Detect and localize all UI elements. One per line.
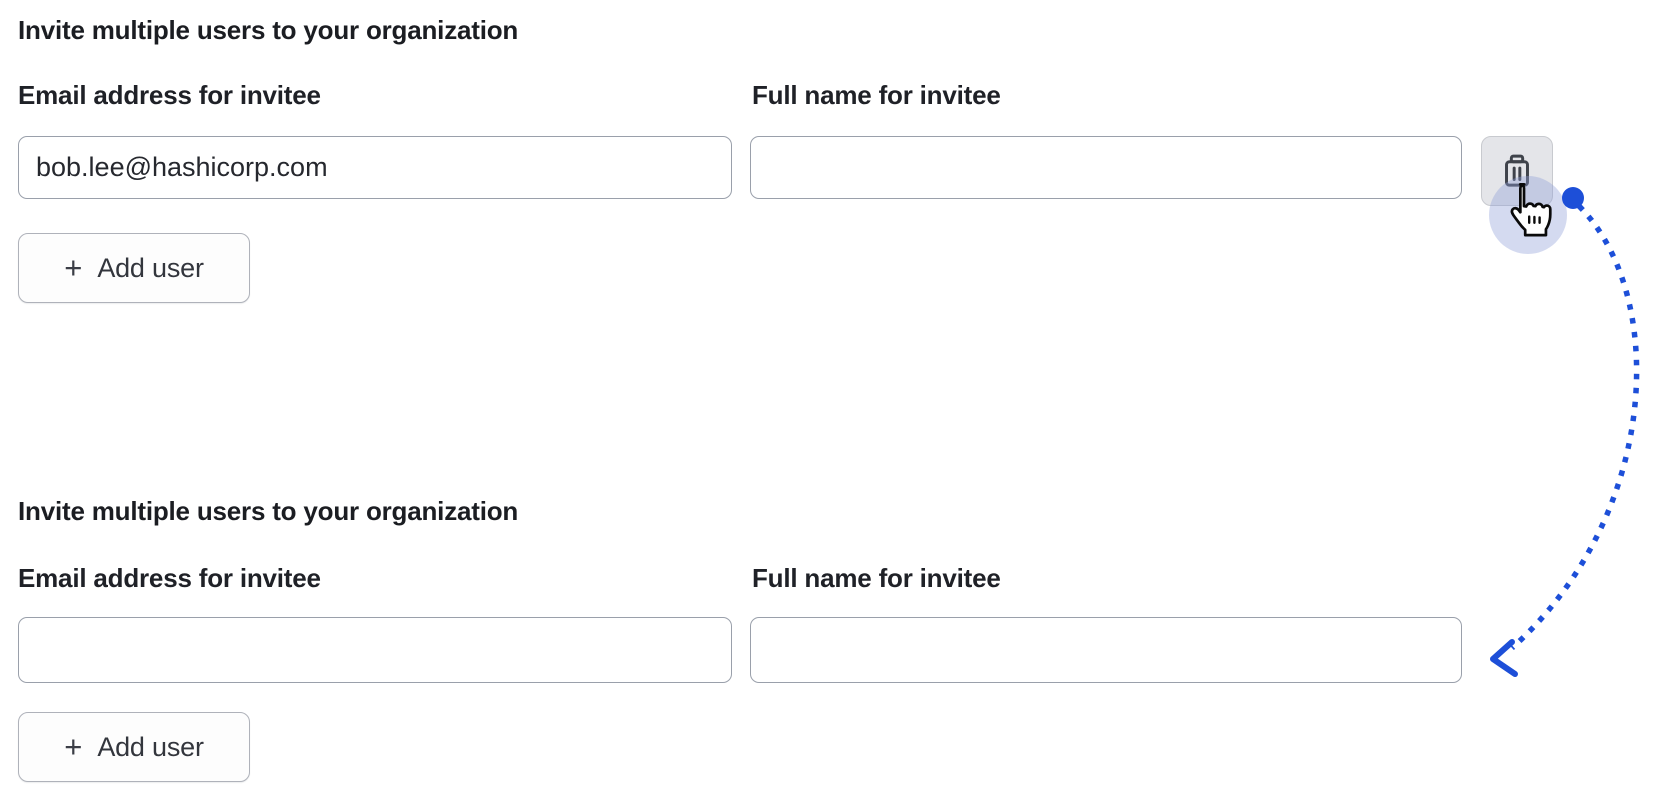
email-label: Email address for invitee: [18, 80, 321, 110]
plus-icon: +: [64, 249, 83, 285]
email-label: Email address for invitee: [18, 563, 321, 593]
email-input[interactable]: [18, 617, 732, 683]
full-name-input[interactable]: [750, 617, 1462, 683]
email-input[interactable]: [18, 136, 732, 199]
add-user-label: Add user: [97, 731, 204, 762]
form-heading: Invite multiple users to your organizati…: [18, 496, 519, 526]
full-name-input[interactable]: [750, 136, 1462, 199]
full-name-label: Full name for invitee: [752, 563, 1001, 593]
arrow-head: [1490, 639, 1518, 677]
add-user-button[interactable]: + Add user: [18, 233, 250, 303]
plus-icon: +: [64, 728, 83, 764]
trash-icon: [1500, 153, 1534, 189]
add-user-label: Add user: [97, 252, 204, 283]
arrow-curve: [1510, 204, 1640, 651]
form-heading: Invite multiple users to your organizati…: [18, 15, 519, 45]
delete-row-button[interactable]: [1481, 136, 1553, 206]
add-user-button[interactable]: + Add user: [18, 712, 250, 782]
arrow-start-dot: [1562, 187, 1584, 209]
full-name-label: Full name for invitee: [752, 80, 1001, 110]
